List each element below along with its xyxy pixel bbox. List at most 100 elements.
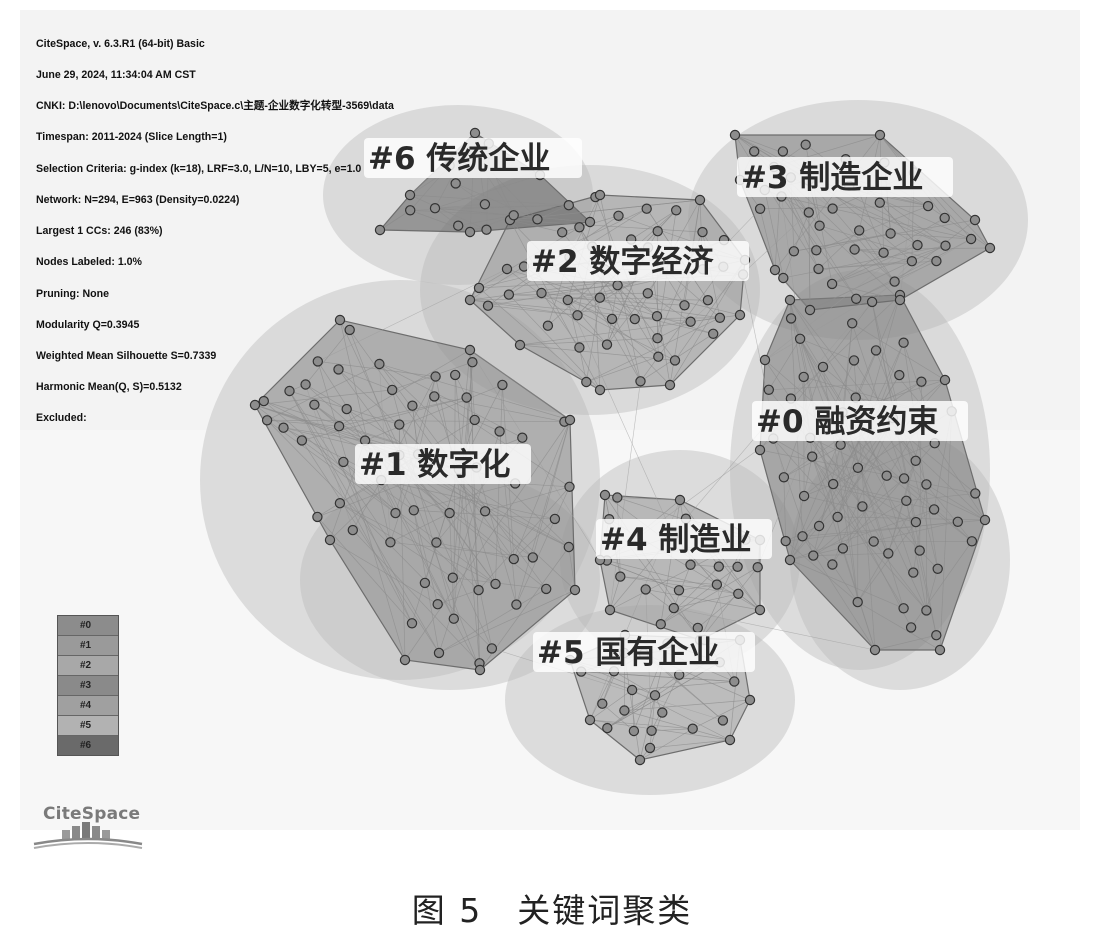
keyword-node (785, 313, 797, 324)
keyword-node (874, 197, 886, 208)
cluster-label-0: #0 融资约束 (752, 401, 968, 441)
network-edge (438, 589, 576, 654)
network-edge (266, 420, 493, 649)
keyword-node (469, 127, 481, 139)
network-edge (808, 180, 895, 282)
keyword-node (906, 256, 918, 267)
keyword-node (431, 537, 442, 548)
cluster-label-4: #4 制造业 (596, 519, 772, 559)
keyword-node (847, 318, 858, 329)
keyword-node (374, 358, 385, 370)
keyword-node (562, 294, 574, 306)
keyword-node (497, 379, 508, 391)
keyword-node (612, 492, 623, 503)
info-line: Network: N=294, E=963 (Density=0.0224) (36, 193, 240, 206)
network-edge (364, 384, 503, 441)
keyword-node (928, 504, 940, 515)
keyword-node (826, 278, 838, 290)
keyword-node (602, 722, 613, 734)
keyword-node (878, 247, 889, 258)
network-edge (873, 541, 927, 611)
legend-swatch-5: #5 (58, 716, 118, 736)
network-edge (903, 342, 929, 413)
network-edge (620, 576, 717, 585)
network-edge (469, 349, 571, 421)
keyword-node (798, 490, 810, 502)
keyword-node (965, 233, 977, 245)
keyword-node (969, 214, 981, 226)
network-edge (768, 338, 801, 391)
network-edge (434, 396, 570, 488)
keyword-node (868, 536, 879, 547)
keyword-node (347, 524, 358, 536)
info-line: Timespan: 2011-2024 (Slice Length=1) (36, 131, 227, 144)
keyword-node (514, 339, 526, 351)
cluster-label-3-text: #3 制造企业 (741, 160, 923, 196)
network-edge (793, 219, 976, 252)
keyword-node (444, 507, 455, 519)
network-edge (305, 329, 350, 385)
network-edge (831, 244, 918, 285)
network-edge (508, 294, 601, 391)
network-edge (509, 219, 601, 391)
network-edge (857, 484, 927, 603)
network-edge (516, 486, 570, 605)
network-edge (568, 546, 576, 591)
network-edge (509, 219, 703, 233)
info-line: Excluded: (36, 412, 87, 425)
network-edge (911, 245, 946, 262)
keyword-node (894, 294, 906, 306)
network-edge (656, 315, 714, 335)
keyword-node (584, 216, 596, 228)
keyword-node (429, 202, 441, 214)
network-edge (523, 266, 659, 357)
keyword-node (674, 494, 686, 506)
network-edge (692, 699, 751, 730)
keyword-node (759, 354, 771, 366)
network-edge (651, 674, 680, 731)
network-edge (647, 292, 691, 322)
network-edge (581, 671, 633, 691)
keyword-node (406, 618, 418, 629)
keyword-node (940, 240, 951, 251)
keyword-node (312, 511, 323, 523)
keyword-node (807, 451, 818, 462)
keyword-node (479, 199, 491, 210)
network-edge (759, 208, 776, 271)
keyword-node (673, 585, 685, 596)
network-edge (435, 376, 493, 649)
logo-graphic-icon (33, 822, 143, 849)
keyword-node (649, 690, 661, 701)
keyword-node (473, 282, 485, 294)
keyword-node (857, 501, 868, 512)
keyword-node (835, 439, 846, 450)
keyword-node (664, 379, 676, 391)
network-edge (858, 230, 884, 253)
keyword-node (564, 481, 575, 492)
network-edge (289, 390, 440, 654)
keyword-node (702, 295, 714, 306)
network-edge (469, 349, 601, 561)
network-edge (809, 260, 913, 311)
network-edge (851, 323, 905, 479)
citespace-info-panel: CiteSpace, v. 6.3.R1 (64-bit) Basic June… (36, 18, 394, 434)
keyword-node (979, 514, 991, 526)
keyword-node (584, 714, 596, 726)
network-edge (599, 297, 708, 301)
network-edge (567, 299, 613, 320)
keyword-node (503, 289, 515, 300)
cluster-label-5: #5 国有企业 (533, 632, 755, 672)
network-edge (436, 542, 514, 560)
network-edge (541, 292, 676, 361)
keyword-node (778, 472, 790, 483)
keyword-node (921, 479, 932, 490)
keyword-node (619, 705, 630, 716)
keyword-node (432, 599, 443, 610)
network-edge (567, 299, 714, 335)
network-edge (454, 374, 481, 671)
keyword-node (849, 244, 860, 255)
keyword-node (604, 604, 616, 616)
network-edge (339, 502, 453, 578)
keyword-node (469, 414, 480, 426)
keyword-node (404, 189, 416, 201)
